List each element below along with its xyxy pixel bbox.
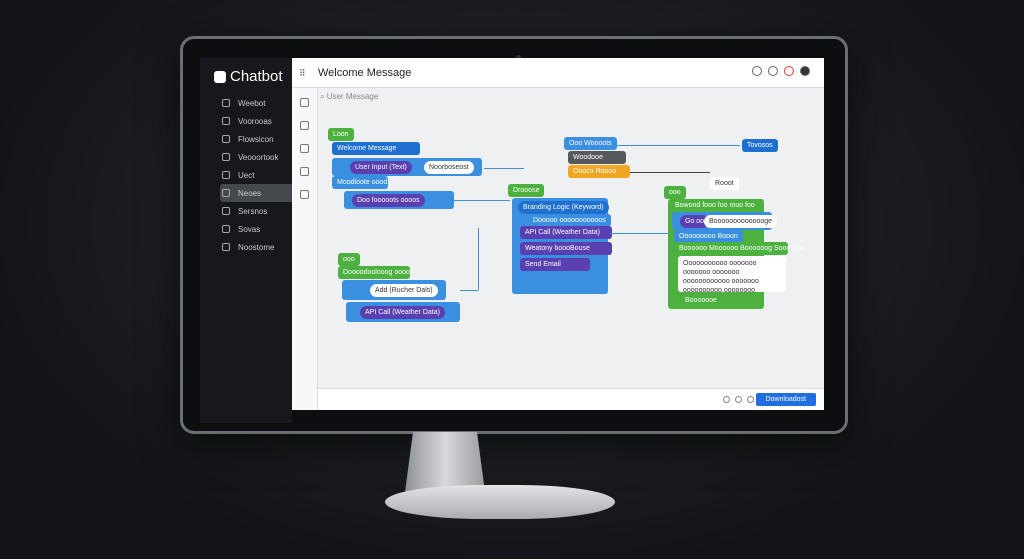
sidebar-item-label: Sovas xyxy=(238,224,261,234)
refresh-icon[interactable] xyxy=(300,190,309,199)
right-text[interactable]: Boooooo Moooooo Boooooog Sooo ooo... xyxy=(674,242,810,255)
right-paragraph: Ooooooooooo ooooooo ooooooo ooooooo oooo… xyxy=(678,256,786,292)
main-area: ⠿ Welcome Message ⌕ User Message Loon We… xyxy=(292,58,824,410)
sidebar-item-4[interactable]: Uect xyxy=(220,166,298,184)
welcome-block[interactable]: Welcome Message xyxy=(332,142,420,155)
branch-item-3[interactable]: Send Email xyxy=(520,258,590,271)
api-tag[interactable]: ooo xyxy=(338,253,360,266)
sidebar-item-label: Sersnos xyxy=(238,206,268,216)
branch-tag[interactable]: Drooose xyxy=(508,184,545,197)
sidebar-item-2[interactable]: Flowsicon xyxy=(220,130,298,148)
list-icon[interactable] xyxy=(300,121,309,130)
user-group-icon xyxy=(222,189,230,197)
sidebar-item-label: Uect xyxy=(238,170,255,180)
api-item-1[interactable]: Add (Rucher Dals) xyxy=(370,284,438,297)
grid-icon[interactable]: ⠿ xyxy=(299,68,306,78)
sidebar-item-3[interactable]: Veooortook xyxy=(220,148,298,166)
textbox-block[interactable]: Tovosos xyxy=(742,139,778,152)
connector xyxy=(610,233,668,234)
settings-icon[interactable] xyxy=(768,66,778,76)
sidebar-item-label: Noostome xyxy=(238,242,275,252)
stack-title[interactable]: Ooo Woooots xyxy=(564,137,617,150)
sidebar-item-7[interactable]: Sovas xyxy=(220,220,298,238)
action-chip[interactable]: Doo fooooots oooos xyxy=(352,194,425,207)
flow-icon xyxy=(222,135,230,143)
zoom-out-icon[interactable] xyxy=(723,396,730,403)
avatar[interactable] xyxy=(800,66,810,76)
connector xyxy=(460,290,478,291)
zoom-controls xyxy=(723,396,754,403)
note-label: Rooot xyxy=(710,177,739,190)
settings-icon xyxy=(222,225,230,233)
fit-icon[interactable] xyxy=(747,396,754,403)
connector xyxy=(630,172,710,173)
stack-item-1[interactable]: Woodooe xyxy=(568,151,626,164)
monitor-stand xyxy=(405,432,485,492)
chatbot-logo-icon xyxy=(214,70,226,83)
welcome-tag[interactable]: Loon xyxy=(328,128,354,141)
right-tag[interactable]: ooo xyxy=(664,186,686,199)
document-icon[interactable] xyxy=(300,167,309,176)
branch-sub: Dooooo ooooooooooos xyxy=(528,214,611,227)
sidebar-nav: Weebot Voorooas Flowsicon Veooortook Uec… xyxy=(220,94,298,256)
globe-icon xyxy=(222,99,230,107)
stack-item-2[interactable]: Oooco Roooo xyxy=(568,165,630,178)
connector xyxy=(484,168,524,169)
sub-block[interactable]: Moodloote oood xyxy=(332,176,388,189)
sidebar-item-6[interactable]: Sersnos xyxy=(220,202,298,220)
help-icon[interactable] xyxy=(752,66,762,76)
page-title: Welcome Message xyxy=(318,67,412,79)
sidebar-item-8[interactable]: Noostome xyxy=(220,238,298,256)
checkbox-icon xyxy=(222,153,230,161)
sidebar-item-label: Veooortook xyxy=(238,152,279,162)
download-button[interactable]: Downloadost xyxy=(755,393,816,406)
top-bar: ⠿ Welcome Message xyxy=(292,58,824,88)
api-item-2[interactable]: API Call (Weather Data) xyxy=(360,306,445,319)
api-title[interactable]: Doooodoolooog ooooo xyxy=(338,266,414,279)
user-icon xyxy=(222,171,230,179)
brand: Chatbot xyxy=(214,68,283,85)
home-icon xyxy=(222,243,230,251)
search-input[interactable]: ⌕ User Message xyxy=(320,92,379,101)
right-title: Bowond fooo foo muo foo xyxy=(670,199,760,212)
connector xyxy=(478,228,479,290)
monitor-base xyxy=(385,485,615,519)
app-name: Chatbot xyxy=(230,68,283,85)
right-chip[interactable]: Go oo xyxy=(680,215,710,228)
gear-icon[interactable] xyxy=(300,144,309,153)
sidebar-item-label: Weebot xyxy=(238,98,266,108)
sidebar-item-label: Neoes xyxy=(238,188,262,198)
search-placeholder: User Message xyxy=(326,92,379,101)
tool-rail xyxy=(292,88,318,410)
notification-icon[interactable] xyxy=(784,66,794,76)
sidebar-item-label: Flowsicon xyxy=(238,134,274,144)
sidebar-item-0[interactable]: Weebot xyxy=(220,94,298,112)
sidebar: Chatbot Weebot Voorooas Flowsicon Veooor… xyxy=(200,58,296,423)
user-input-chip[interactable]: User Input (Text) xyxy=(350,161,412,174)
user-input-value[interactable]: Noorboseost xyxy=(424,161,474,174)
branch-item-2[interactable]: Weatony boooBouse xyxy=(520,242,612,255)
bell-icon xyxy=(222,207,230,215)
right-foot[interactable]: Booooooe xyxy=(680,294,722,307)
right-value[interactable]: Boooooooooooooge xyxy=(704,215,778,228)
branch-title[interactable]: Branding Logic (Keyword) xyxy=(518,201,609,214)
zoom-in-icon[interactable] xyxy=(735,396,742,403)
branch-item-1[interactable]: API Call (Weather Data) xyxy=(520,226,612,239)
top-icons xyxy=(752,66,810,76)
connector xyxy=(454,200,510,201)
footer-bar: Downloadost xyxy=(318,388,824,410)
connector xyxy=(604,145,740,146)
sidebar-item-1[interactable]: Voorooas xyxy=(220,112,298,130)
right-sub[interactable]: Ooooooooo Booon xyxy=(674,230,743,243)
monitor-icon xyxy=(222,117,230,125)
block-icon[interactable] xyxy=(300,98,309,107)
sidebar-item-label: Voorooas xyxy=(238,116,272,126)
sidebar-item-5[interactable]: Neoes xyxy=(220,184,296,202)
webcam xyxy=(516,55,521,60)
